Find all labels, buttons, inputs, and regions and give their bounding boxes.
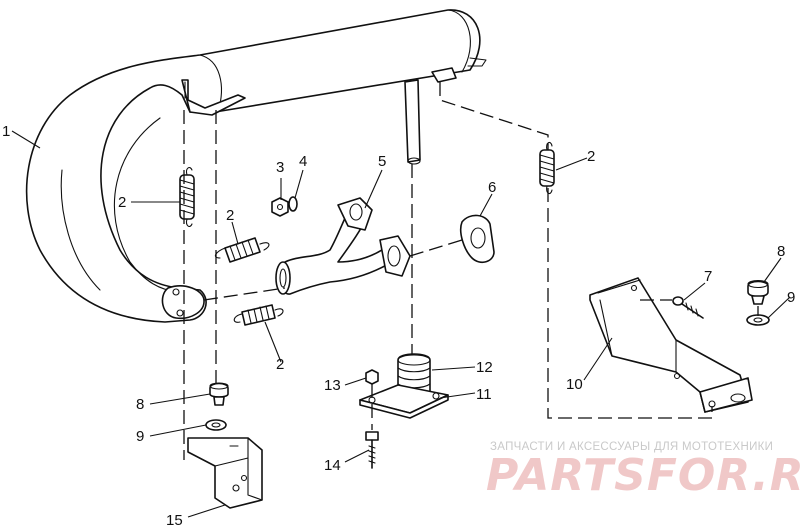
washer-right <box>746 314 770 326</box>
callout-bracket-right: 10 <box>566 376 583 393</box>
screw <box>672 296 704 319</box>
lock-washer <box>288 196 298 212</box>
callout-screw: 7 <box>704 268 712 285</box>
leader-lines <box>11 130 791 518</box>
callout-plate-nut: 13 <box>324 377 341 394</box>
callout-muffler: 1 <box>2 123 10 140</box>
callout-bolt: 14 <box>324 457 341 474</box>
callout-gasket: 6 <box>488 179 496 196</box>
callout-grommet-right: 8 <box>777 243 785 260</box>
callout-mount-plate: 11 <box>476 386 492 403</box>
callout-bracket-left: 15 <box>166 512 183 529</box>
mount-plate <box>359 384 449 419</box>
watermark-brand: PARTSFOR.RU <box>486 450 800 501</box>
grommet-left <box>209 382 229 406</box>
callout-spring-upper: 2 <box>118 194 126 211</box>
callout-y-pipe: 5 <box>378 153 386 170</box>
spring-middle <box>214 237 270 263</box>
gasket <box>459 214 495 264</box>
callout-spring-right: 2 <box>587 148 595 165</box>
callout-spring-middle: 2 <box>226 207 234 224</box>
callout-rubber-mount: 12 <box>476 359 493 376</box>
plate-nut <box>365 369 379 385</box>
bolt <box>365 431 379 469</box>
washer-left <box>205 419 227 431</box>
spring-lower <box>233 304 284 326</box>
callout-nut: 3 <box>276 159 284 176</box>
callout-labels: 1 2 2 2 2 3 4 5 6 7 8 8 9 9 10 11 12 13 … <box>2 123 795 529</box>
muffler <box>25 9 487 323</box>
watermark-tagline: ЗАПЧАСТИ И АКСЕССУАРЫ ДЛЯ МОТОТЕХНИКИ <box>490 441 773 453</box>
spring-right <box>539 141 555 195</box>
grommet-right <box>747 279 769 305</box>
callout-washer-left: 9 <box>136 428 144 445</box>
callout-spring-lower: 2 <box>276 356 284 373</box>
y-pipe <box>275 197 411 295</box>
tail-pipe <box>404 79 421 165</box>
callout-washer-right: 9 <box>787 289 795 306</box>
callout-grommet-left: 8 <box>136 396 144 413</box>
mount-bracket-right <box>589 277 753 413</box>
assembly-lines <box>183 82 759 460</box>
watermark: ЗАПЧАСТИ И АКСЕССУАРЫ ДЛЯ МОТОТЕХНИКИ PA… <box>486 441 800 501</box>
callout-lock-washer: 4 <box>299 153 307 170</box>
mount-bracket-left <box>187 437 263 509</box>
spring-upper-left <box>179 166 195 228</box>
nut <box>271 197 289 217</box>
